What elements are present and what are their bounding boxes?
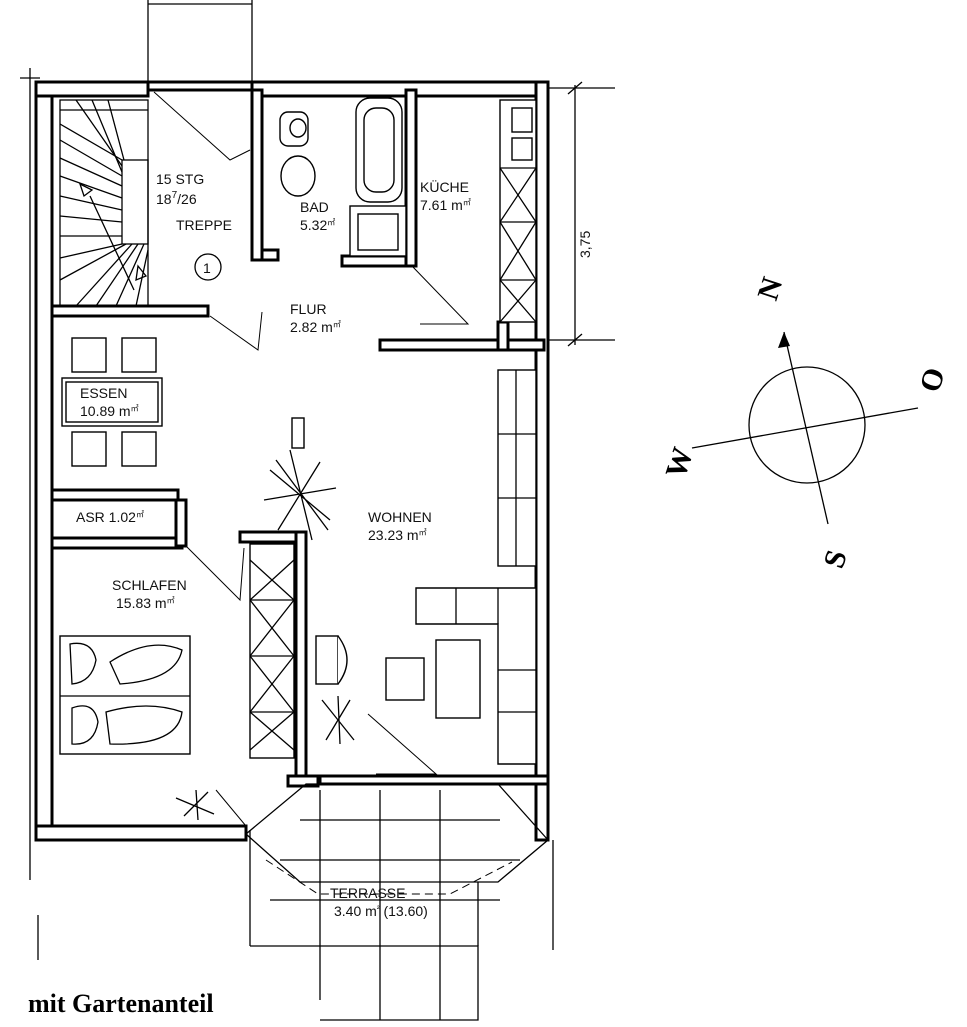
compass-labels: N O S W — [659, 273, 952, 572]
door-swings — [153, 91, 470, 827]
terrasse-label: TERRASSE — [330, 885, 405, 901]
flur-label: FLUR — [290, 301, 327, 317]
kueche-area: 7.61 m㎡ — [420, 197, 471, 213]
treppe-marker: 1 — [203, 260, 211, 276]
terrace — [245, 783, 549, 1021]
treppe-steps: 15 STG — [156, 171, 204, 187]
kueche-label: KÜCHE — [420, 178, 469, 195]
compass-west: W — [659, 443, 700, 482]
plant-symbols — [175, 417, 355, 821]
bad-area: 5.32㎡ — [300, 217, 335, 233]
wohnen-label: WOHNEN — [368, 509, 432, 525]
bed — [59, 635, 191, 755]
essen-area: 10.89 m㎡ — [80, 403, 139, 419]
flur-area: 2.82 m㎡ — [290, 319, 341, 335]
bathroom-fixtures — [279, 97, 407, 257]
schlafen-label: SCHLAFEN — [112, 577, 187, 593]
treppe-label: TREPPE — [176, 217, 232, 233]
wohnen-area: 23.23 m㎡ — [368, 527, 427, 543]
room-labels: 15 STG 187/26 TREPPE 1 BAD 5.32㎡ KÜCHE 7… — [65, 171, 593, 919]
wardrobe — [249, 543, 295, 759]
compass-north: N — [751, 273, 789, 304]
kitchen-fixtures — [499, 99, 537, 323]
terrasse-area: 3.40 m²(13.60) — [334, 903, 428, 919]
dimension-label: 3,75 — [577, 231, 593, 258]
asr-label: ASR 1.02㎡ — [76, 509, 144, 525]
context-lines — [20, 0, 615, 960]
living-furniture — [315, 369, 537, 765]
staircase — [59, 99, 149, 307]
caption: mit Gartenanteil — [28, 989, 214, 1018]
treppe-rise: 187/26 — [156, 190, 197, 207]
interior-walls — [50, 88, 546, 788]
compass-east: O — [913, 364, 952, 396]
compass-south: S — [817, 546, 854, 572]
bad-label: BAD — [300, 199, 329, 215]
essen-label: ESSEN — [80, 385, 127, 401]
compass — [691, 331, 919, 525]
schlafen-area: 15.83 m㎡ — [116, 595, 175, 611]
